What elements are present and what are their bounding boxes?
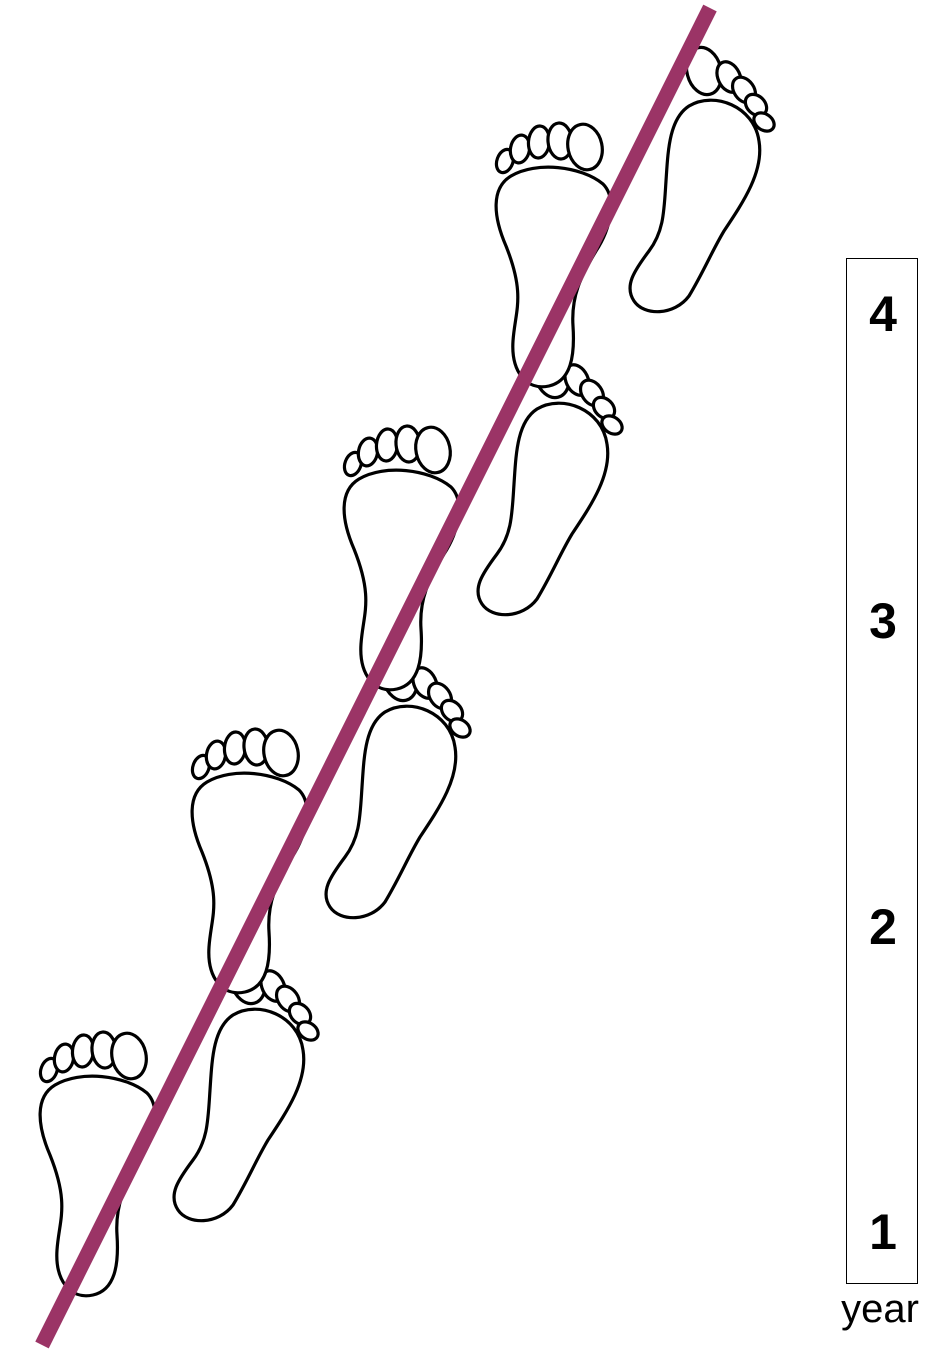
scale-tick-4: 4 — [847, 289, 919, 339]
scale-unit-label: year — [834, 1286, 926, 1332]
footprint-pair — [341, 346, 625, 689]
right-footprint — [630, 43, 778, 311]
footprint-pair — [493, 43, 777, 386]
scale-tick-1: 1 — [847, 1207, 919, 1257]
footprint-pair — [189, 649, 473, 992]
year-scale: 4 3 2 1 — [846, 258, 918, 1284]
footprint-pair — [37, 952, 321, 1295]
trend-line — [42, 8, 710, 1345]
scale-tick-2: 2 — [847, 902, 919, 952]
scale-tick-3: 3 — [847, 596, 919, 646]
